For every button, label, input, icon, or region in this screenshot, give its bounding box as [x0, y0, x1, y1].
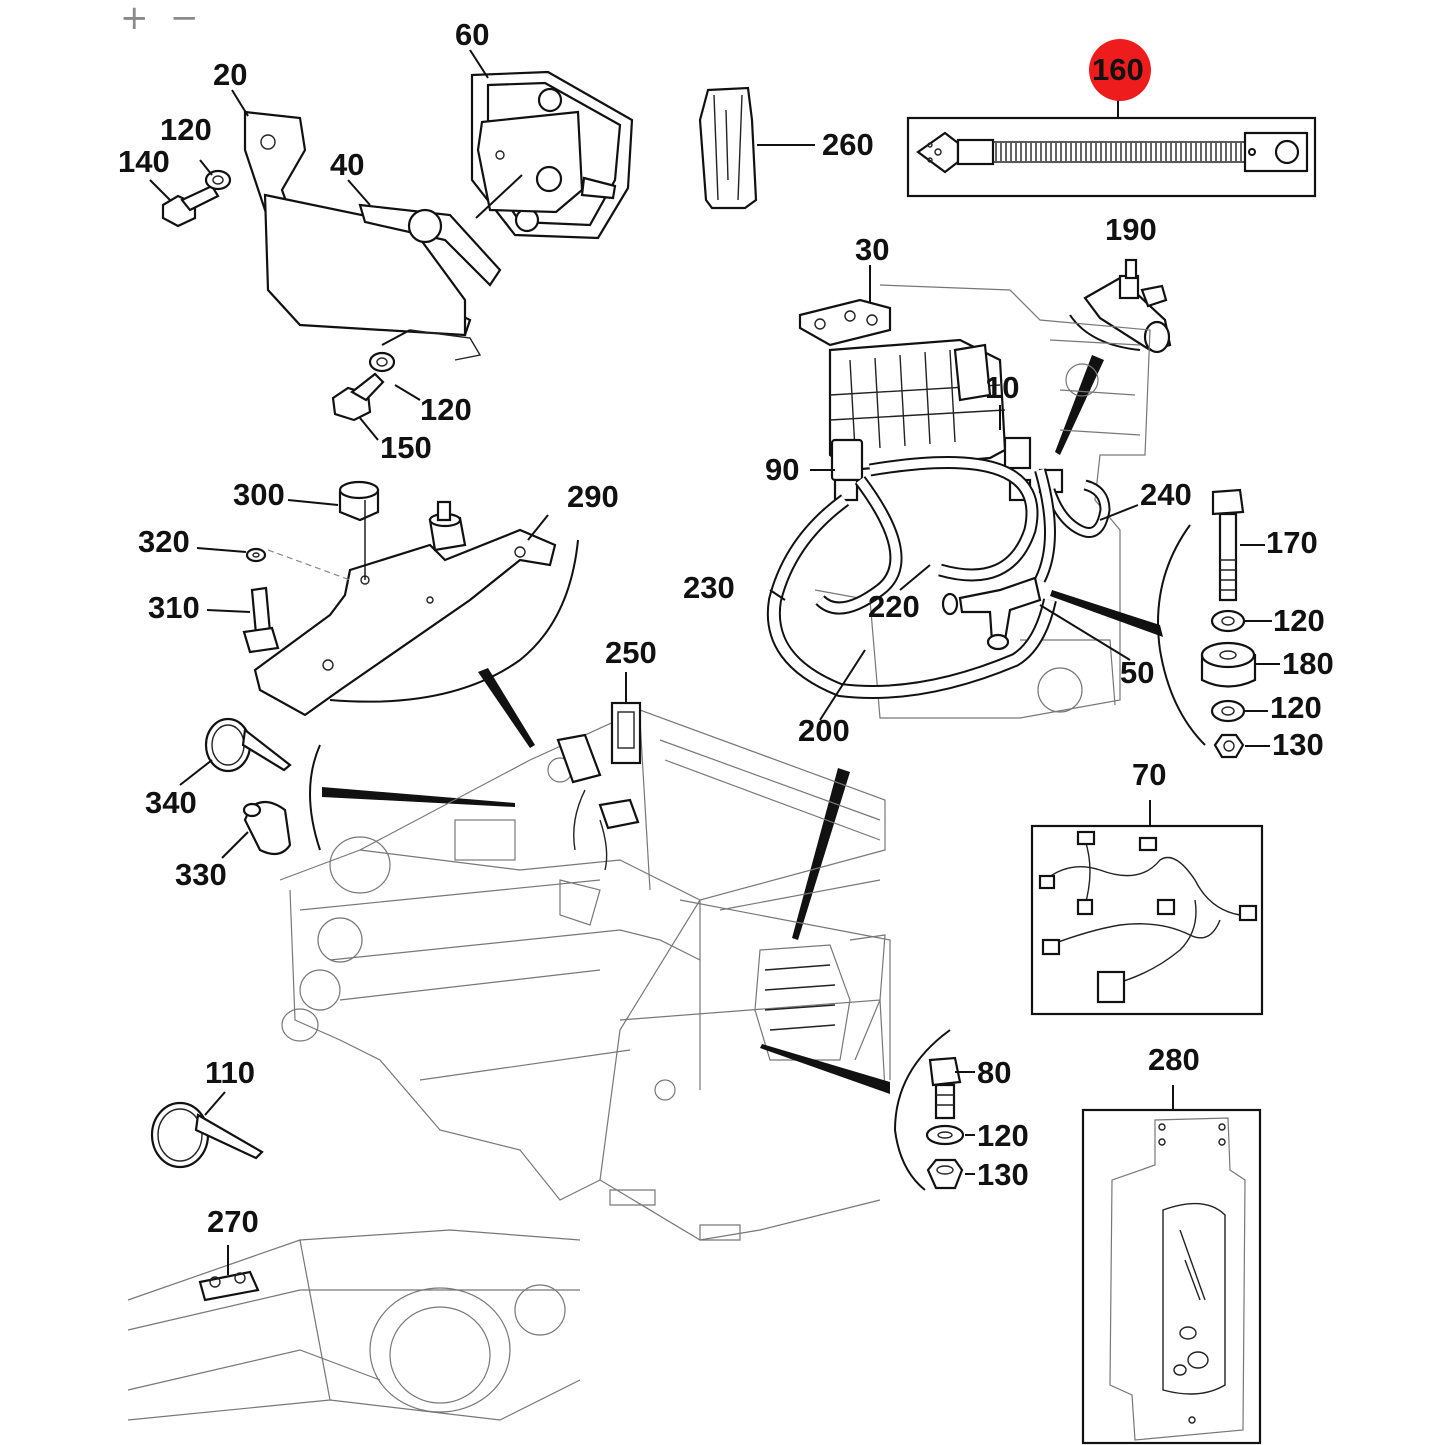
- label-320[interactable]: 320: [138, 524, 190, 559]
- label-250[interactable]: 250: [605, 635, 657, 670]
- cable-tie-110: [150, 1091, 264, 1169]
- label-260[interactable]: 260: [822, 127, 874, 162]
- label-220[interactable]: 220: [868, 589, 920, 624]
- label-180[interactable]: 180: [1282, 646, 1334, 681]
- label-120[interactable]: 120: [420, 392, 472, 427]
- label-240[interactable]: 240: [1140, 477, 1192, 512]
- label-90[interactable]: 90: [765, 452, 799, 487]
- label-230[interactable]: 230: [683, 570, 735, 605]
- part-labels: 60 20 120 140 40 120 150 260 160 190 30 …: [118, 17, 1334, 1239]
- label-120[interactable]: 120: [977, 1118, 1029, 1153]
- label-110[interactable]: 110: [205, 1055, 255, 1090]
- cover-plate-60: [470, 70, 634, 240]
- label-150[interactable]: 150: [380, 430, 432, 465]
- label-80[interactable]: 80: [977, 1055, 1011, 1090]
- highlight-marker-160[interactable]: [1089, 39, 1151, 101]
- label-330[interactable]: 330: [175, 857, 227, 892]
- label-20[interactable]: 20: [213, 57, 247, 92]
- connector-260: [698, 86, 815, 210]
- leader-lines: [149, 49, 1280, 1175]
- label-270[interactable]: 270: [207, 1204, 259, 1239]
- axle-270: [127, 1229, 581, 1421]
- bolt-stack-80: [760, 1029, 965, 1191]
- zoom-out-button[interactable]: −: [170, 0, 199, 38]
- label-130[interactable]: 130: [977, 1157, 1029, 1192]
- label-120[interactable]: 120: [1273, 603, 1325, 638]
- label-290[interactable]: 290: [567, 479, 619, 514]
- label-70[interactable]: 70: [1132, 757, 1166, 792]
- label-200[interactable]: 200: [798, 713, 850, 748]
- bracket-assembly-20: [161, 110, 502, 422]
- label-120[interactable]: 120: [160, 112, 212, 147]
- label-60[interactable]: 60: [455, 17, 489, 52]
- label-340[interactable]: 340: [145, 785, 197, 820]
- mount-stack-170: [1050, 488, 1257, 759]
- harness-box-70: [1030, 800, 1264, 1016]
- label-40[interactable]: 40: [330, 147, 364, 182]
- label-170[interactable]: 170: [1266, 525, 1318, 560]
- label-10[interactable]: 10: [985, 370, 1019, 405]
- label-30[interactable]: 30: [855, 232, 889, 267]
- chassis-frame: [279, 672, 891, 1241]
- cable-tie-340: [204, 717, 515, 856]
- zoom-in-button[interactable]: +: [120, 0, 149, 38]
- bracket-290-assembly: [242, 480, 579, 748]
- label-190[interactable]: 190: [1105, 212, 1157, 247]
- label-300[interactable]: 300: [233, 477, 285, 512]
- label-140[interactable]: 140: [118, 144, 170, 179]
- panel-box-280: [1081, 1085, 1262, 1445]
- label-160[interactable]: 160: [1092, 52, 1144, 87]
- label-310[interactable]: 310: [148, 590, 200, 625]
- label-120[interactable]: 120: [1270, 690, 1322, 725]
- label-50[interactable]: 50: [1120, 655, 1154, 690]
- label-130[interactable]: 130: [1272, 727, 1324, 762]
- valve-fitting-190: [1055, 258, 1172, 455]
- label-280[interactable]: 280: [1148, 1042, 1200, 1077]
- hose-corrugation: [995, 143, 1242, 161]
- hose-box-160: [906, 88, 1317, 198]
